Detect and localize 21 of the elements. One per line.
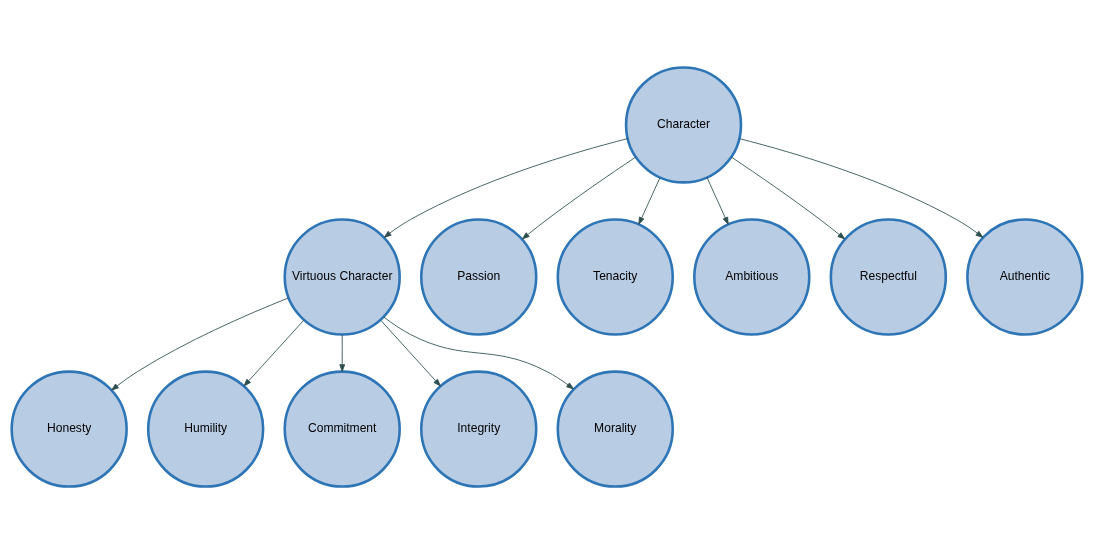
node-circle: Character — [624, 66, 743, 184]
arrow — [738, 138, 984, 238]
node-circle: Integrity — [419, 370, 538, 488]
arrow — [730, 156, 846, 240]
arrow — [383, 316, 574, 390]
arrow — [380, 319, 441, 387]
arrow — [706, 177, 729, 225]
arrow — [339, 334, 346, 372]
arrow — [111, 297, 289, 391]
node-circle: Commitment — [283, 370, 401, 488]
node-circle: Passion — [419, 218, 538, 336]
node-circle: Respectful — [829, 218, 948, 336]
node-circle: Humility — [146, 370, 265, 488]
node-circle: Honesty — [10, 370, 128, 488]
node-circle: Authentic — [966, 218, 1084, 336]
node-circle: Virtuous Character — [283, 218, 401, 336]
arrow — [521, 156, 637, 240]
arrow — [383, 138, 629, 238]
node-circle: Morality — [556, 370, 675, 488]
arrow — [638, 177, 661, 225]
arrow — [243, 319, 305, 387]
